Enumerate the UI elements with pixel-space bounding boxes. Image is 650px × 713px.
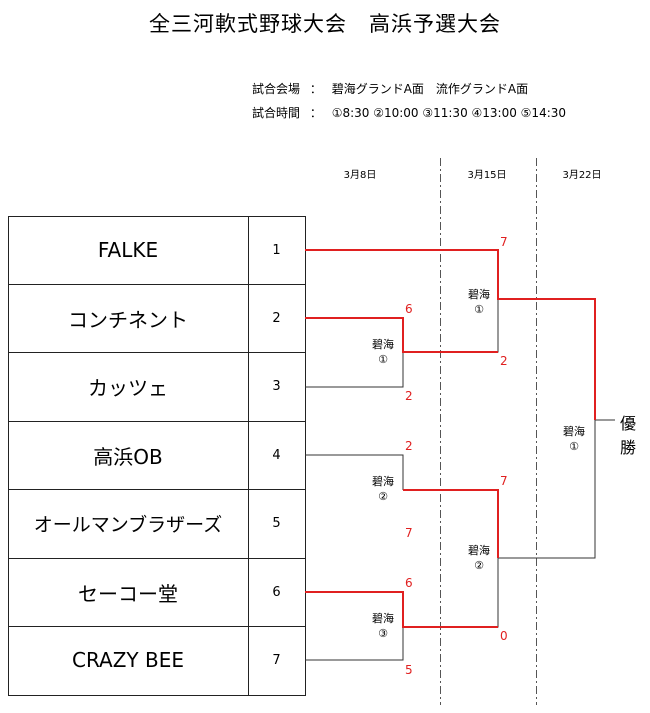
team-row: セーコー堂 6	[8, 558, 305, 626]
time-info: 試合時間 ： ①8:30 ②10:00 ③11:30 ④13:00 ⑤14:30	[252, 104, 566, 121]
match-venue-r2-b: 碧海 ②	[454, 543, 504, 573]
team-seed: 7	[272, 652, 281, 668]
score-continent: 6	[405, 302, 413, 316]
team-row: FALKE 1	[8, 216, 305, 284]
match-slot: ①	[474, 303, 484, 316]
match-slot: ①	[378, 353, 388, 366]
date-round-2: 3月15日	[467, 170, 507, 181]
page-title: 全三河軟式野球大会 高浜予選大会	[149, 12, 501, 36]
venue-separator: ：	[309, 82, 322, 96]
team-seed: 5	[272, 515, 281, 531]
match-venue-r1-b: 碧海 ②	[358, 474, 408, 504]
venue-label: 試合会場	[252, 82, 301, 96]
team-row: オールマンブラザーズ 5	[8, 489, 305, 557]
time-separator: ：	[309, 106, 322, 120]
team-name: 高浜OB	[93, 444, 163, 469]
match-slot: ②	[474, 559, 484, 572]
venue-name: 碧海	[372, 338, 394, 351]
match-slot: ②	[378, 490, 388, 503]
match-venue-r1-c: 碧海 ③	[358, 611, 408, 641]
team-seed: 4	[272, 447, 281, 463]
time-label: 試合時間	[252, 106, 301, 120]
team-seed: 1	[272, 242, 281, 258]
score-seikodo-r2: 0	[500, 629, 508, 643]
team-seed: 2	[272, 310, 281, 326]
team-seed: 6	[272, 584, 281, 600]
team-name: カッツェ	[88, 375, 168, 400]
score-takahama-ob: 2	[405, 439, 413, 453]
venue-name: 碧海	[468, 288, 490, 301]
winner-lines	[305, 249, 596, 628]
score-crazy-bee: 5	[405, 663, 413, 677]
team-name: コンチネント	[68, 307, 188, 332]
team-name: セーコー堂	[78, 581, 178, 606]
venue-name: 碧海	[372, 475, 394, 488]
team-row: 高浜OB 4	[8, 421, 305, 489]
score-continent-r2: 2	[500, 354, 508, 368]
team-name: オールマンブラザーズ	[33, 513, 223, 536]
venue-info: 試合会場 ： 碧海グランドA面 流作グランドA面	[252, 80, 528, 97]
time-value: ①8:30 ②10:00 ③11:30 ④13:00 ⑤14:30	[331, 106, 567, 120]
venue-name: 碧海	[468, 544, 490, 557]
score-allman-r2: 7	[500, 474, 508, 488]
team-name: CRAZY BEE	[71, 648, 184, 672]
date-round-1: 3月8日	[343, 170, 377, 181]
score-katze: 2	[405, 389, 413, 403]
venue-name: 碧海	[372, 612, 394, 625]
team-row: コンチネント 2	[8, 284, 305, 352]
team-seed: 3	[272, 378, 281, 394]
score-seikodo: 6	[405, 576, 413, 590]
date-round-3: 3月22日	[562, 170, 602, 181]
venue-value: 碧海グランドA面 流作グランドA面	[331, 82, 529, 96]
team-row: カッツェ 3	[8, 352, 305, 420]
bracket-lines	[305, 299, 615, 661]
score-falke: 7	[500, 235, 508, 249]
team-table-grid	[8, 216, 306, 696]
team-name: FALKE	[97, 238, 159, 262]
team-row: CRAZY BEE 7	[8, 626, 305, 694]
match-venue-final: 碧海 ①	[549, 424, 599, 454]
match-slot: ③	[378, 627, 388, 640]
match-slot: ①	[569, 440, 579, 453]
champion-label: 優勝	[620, 414, 637, 457]
round-separators	[440, 158, 537, 705]
match-venue-r1-a: 碧海 ①	[358, 337, 408, 367]
score-allman: 7	[405, 526, 413, 540]
match-venue-r2-a: 碧海 ①	[454, 287, 504, 317]
venue-name: 碧海	[563, 425, 585, 438]
